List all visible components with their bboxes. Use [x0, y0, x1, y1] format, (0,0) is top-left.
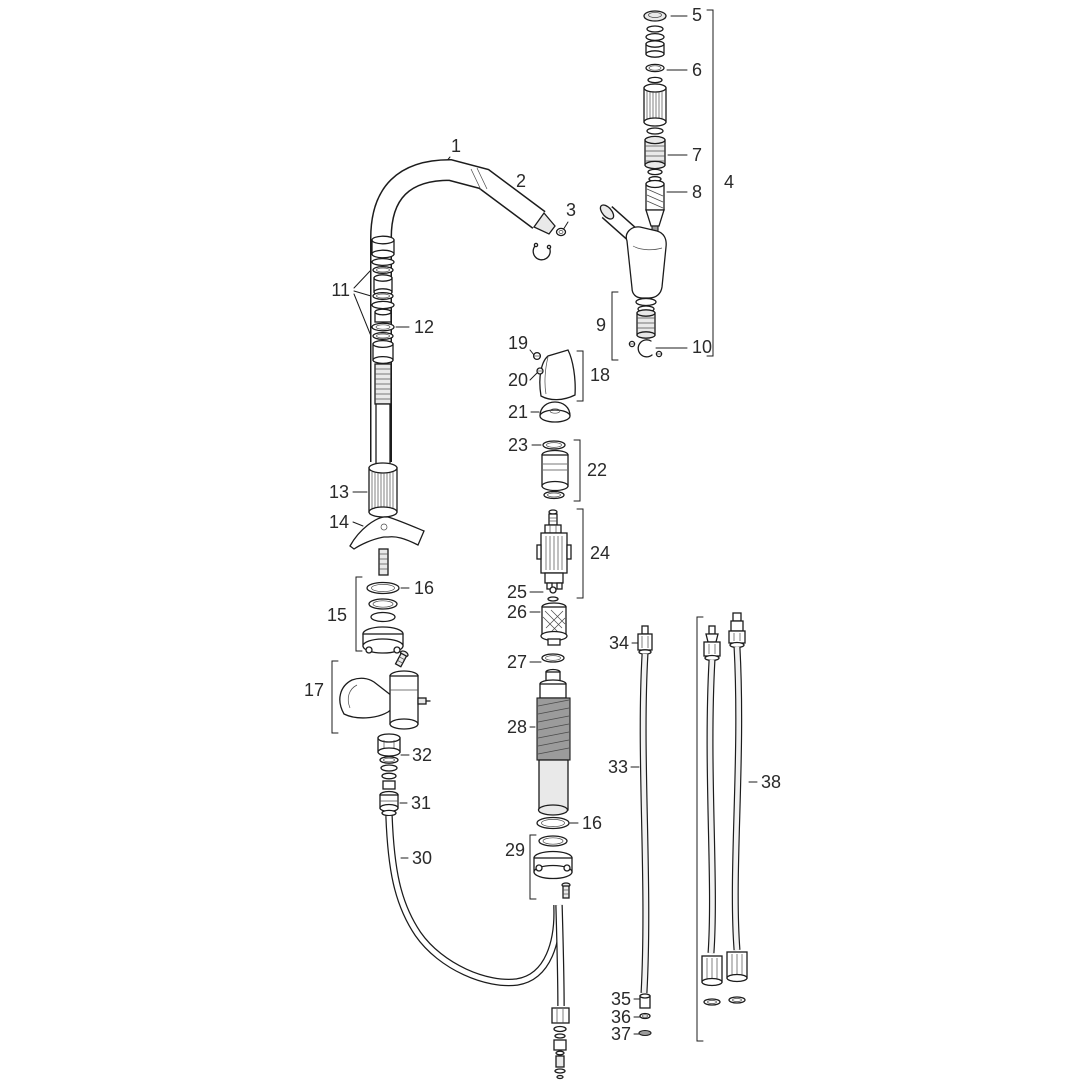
- part-label-10: 10: [692, 337, 712, 357]
- part-label-23: 23: [508, 435, 528, 455]
- part-label-20: 20: [508, 370, 528, 390]
- part-label-7: 7: [692, 145, 702, 165]
- part-label-12: 12: [414, 317, 434, 337]
- part-pullout-hose: [385, 815, 570, 1080]
- part-label-22: 22: [587, 460, 607, 480]
- part-spray-tip-set: [532, 211, 567, 261]
- part-label-31: 31: [411, 793, 431, 813]
- part-strainer-set: [540, 586, 568, 663]
- part-label-24: 24: [590, 543, 610, 563]
- part-cartridge: [536, 509, 572, 590]
- part-riser-ring-stack: [371, 235, 395, 467]
- part-label-25: 25: [507, 582, 527, 602]
- part-label-16b: 16: [582, 813, 602, 833]
- part-handle-assembly: [339, 670, 431, 730]
- part-lower-mounting-set: [533, 816, 573, 899]
- part-label-33: 33: [608, 757, 628, 777]
- part-mounting-wing: [349, 516, 425, 576]
- group-brackets: [331, 9, 714, 1042]
- part-label-13: 13: [329, 482, 349, 502]
- part-label-2: 2: [516, 171, 526, 191]
- part-label-16a: 16: [414, 578, 434, 598]
- part-label-3: 3: [566, 200, 576, 220]
- part-label-6: 6: [692, 60, 702, 80]
- part-label-36: 36: [611, 1007, 631, 1027]
- part-label-29: 29: [505, 840, 525, 860]
- part-label-11: 11: [331, 280, 350, 300]
- part-label-27: 27: [507, 652, 527, 672]
- part-label-4: 4: [724, 172, 734, 192]
- part-dome-cap: [539, 401, 571, 423]
- part-hose-a: [637, 625, 653, 1037]
- part-head-cap-stack: [643, 10, 667, 240]
- part-label-5: 5: [692, 5, 702, 25]
- part-label-37: 37: [611, 1024, 631, 1044]
- part-nut-washer-stack: [377, 733, 401, 790]
- part-label-18: 18: [590, 365, 610, 385]
- part-label-1: 1: [451, 136, 461, 156]
- part-body-shank: [536, 668, 571, 816]
- part-label-32: 32: [412, 745, 432, 765]
- part-labels: 1 2 3 4 5 6 7 8 9 10 11 12 13 14 15 16 1…: [304, 5, 781, 1044]
- part-threaded-shank: [368, 462, 398, 518]
- part-label-30: 30: [412, 848, 432, 868]
- part-handle-blank: [532, 349, 576, 401]
- part-label-34: 34: [609, 633, 629, 653]
- part-label-19: 19: [508, 333, 528, 353]
- part-label-28: 28: [507, 717, 527, 737]
- part-label-14: 14: [329, 512, 349, 532]
- part-hose-coupling: [379, 790, 399, 817]
- part-label-8: 8: [692, 182, 702, 202]
- part-spout-arc: [370, 158, 546, 462]
- part-spray-head-body: [599, 204, 667, 358]
- part-label-26: 26: [507, 602, 527, 622]
- part-label-38: 38: [761, 772, 781, 792]
- part-hose-c: [726, 612, 748, 1004]
- part-base-washer-set: [362, 581, 409, 668]
- part-cartridge-retainer: [541, 440, 569, 500]
- part-label-17: 17: [304, 680, 324, 700]
- part-label-9: 9: [596, 315, 606, 335]
- part-label-15: 15: [327, 605, 347, 625]
- part-hose-b: [701, 625, 723, 1006]
- part-label-21: 21: [508, 402, 528, 422]
- part-label-35: 35: [611, 989, 631, 1009]
